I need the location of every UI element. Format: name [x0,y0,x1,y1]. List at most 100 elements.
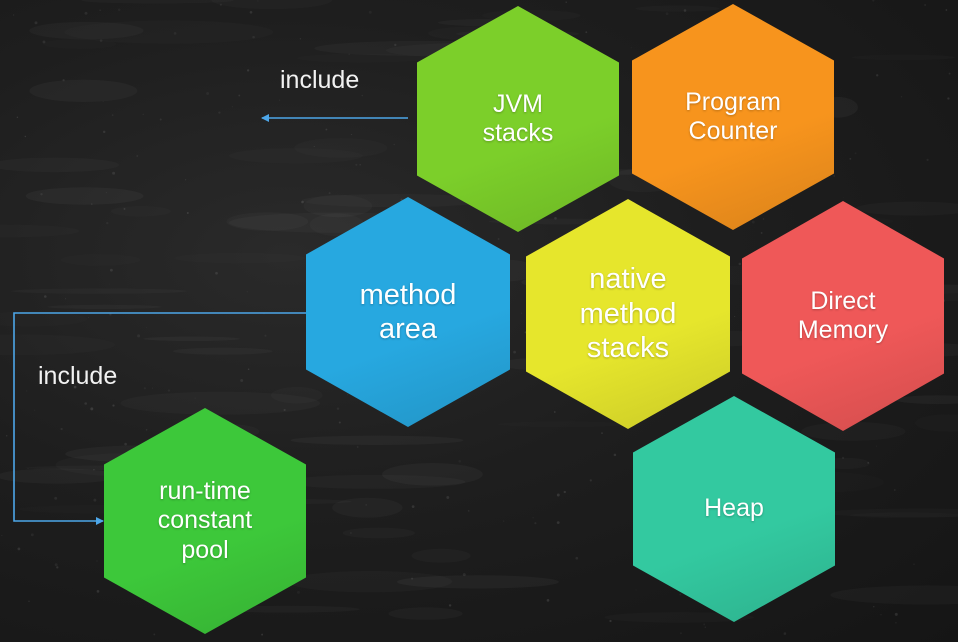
chalk-smudge [856,202,958,216]
chalk-speck [361,94,364,97]
chalk-speck [575,556,579,560]
chalk-speck [186,212,189,214]
chalk-speck [24,135,26,138]
program-counter-node: Program Counter [632,4,834,230]
chalk-speck [359,163,361,166]
chalk-smudge [915,414,958,432]
chalk-speck [945,9,948,11]
chalk-speck [40,192,43,196]
chalk-speck [123,207,126,210]
chalk-smudge [229,148,363,163]
chalk-smudge [0,334,115,355]
chalk-speck [264,334,267,337]
chalk-speck [393,143,395,146]
direct-memory-label: Direct Memory [797,286,889,345]
chalk-speck [400,198,403,201]
chalk-smudge [332,498,403,518]
chalk-speck [368,10,372,14]
chalk-speck [62,79,65,82]
chalk-speck [145,429,148,431]
chalk-speck [238,94,241,97]
chalk-speck [102,130,106,134]
chalk-speck [54,563,58,567]
chalk-speck [683,9,687,12]
method-pool-include-label: include [38,362,118,390]
chalk-speck [17,547,21,551]
chalk-speck [84,11,88,15]
chalk-speck [88,317,90,319]
chalk-speck [96,560,98,562]
chalk-speck [43,295,47,298]
chalk-smudge [26,187,144,204]
chalk-speck [446,496,450,499]
chalk-speck [563,490,566,494]
chalk-speck [153,633,156,636]
chalk-speck [257,0,259,2]
chalk-speck [365,504,368,506]
chalk-speck [240,379,244,382]
chalk-smudge [43,39,117,49]
chalk-speck [873,606,875,608]
chalk-speck [601,432,603,434]
heap-node: Heap [633,396,835,622]
chalk-speck [185,179,187,181]
chalk-speck [585,31,588,34]
chalk-speck [96,590,100,593]
chalk-speck [124,442,127,446]
chalk-speck [299,38,302,40]
chalk-speck [467,510,470,512]
chalk-smudge [389,607,463,619]
chalk-speck [99,9,101,11]
chalk-speck [355,163,358,166]
chalk-speck [513,350,516,354]
chalk-speck [261,633,264,636]
chalk-speck [665,12,669,16]
chalk-speck [247,368,250,371]
chalk-speck [338,421,341,424]
chalk-speck [589,479,592,482]
chalk-speck [876,445,878,447]
chalk-speck [194,397,196,399]
chalk-speck [556,493,560,497]
method-area-label: method area [359,278,457,345]
chalk-speck [28,600,30,602]
chalk-speck [252,35,255,39]
chalk-smudge [82,0,234,4]
chalk-speck [152,387,153,389]
chalk-smudge [173,348,272,355]
chalk-speck [136,155,139,157]
chalk-speck [833,175,836,177]
chalk-speck [867,462,870,464]
chalk-speck [497,238,500,240]
chalk-speck [110,268,113,272]
chalk-speck [99,39,103,42]
chalk-speck [462,573,466,577]
chalk-speck [546,599,550,602]
chalk-speck [90,407,94,411]
chalk-speck [246,291,248,293]
chalk-smudge [29,22,143,40]
chalk-speck [411,505,415,508]
chalk-smudge [60,254,140,266]
chalk-smudge [271,387,322,404]
chalk-speck [679,632,682,635]
chalk-speck [947,97,950,100]
chalk-speck [679,593,682,596]
chalk-speck [520,312,523,314]
chalk-speck [219,3,222,6]
chalk-speck [893,489,896,491]
chalk-smudge [0,158,119,173]
chalk-speck [565,1,567,3]
chalk-speck [109,313,112,316]
chalk-smudge [297,54,431,63]
chalk-speck [106,221,109,225]
chalk-smudge [0,312,88,327]
chalk-smudge [822,509,958,518]
chalk-speck [173,32,177,35]
direct-memory-node: Direct Memory [742,201,944,431]
chalk-speck [347,394,349,396]
chalk-speck [458,460,461,463]
chalk-speck [394,43,397,47]
chalk-smudge [830,586,958,605]
chalk-speck [900,96,903,98]
